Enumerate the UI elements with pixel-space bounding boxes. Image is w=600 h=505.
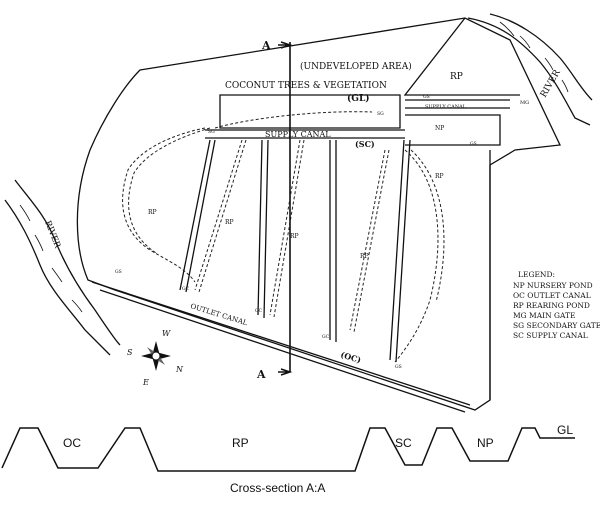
cs-gl-label: GL [557,423,573,437]
river-left-label: RIVER [42,219,62,250]
gate-gc-2: GC [255,308,263,314]
cross-section-caption: Cross-section A:A [230,481,325,495]
legend-item: RP REARING POND [513,301,590,310]
supply-canal-top-label: SUPPLY CANAL [425,104,467,110]
supply-canal-mid [205,129,405,139]
river-top-right [467,13,593,126]
gate-sg-1: SG [208,129,215,135]
compass-icon [141,341,171,371]
section-line [278,41,293,376]
coconut-label: COCONUT TREES & VEGETATION [225,81,387,91]
drainage-paths [122,111,445,363]
gate-gs-left: GS [115,269,122,275]
gate-gs-top: GS [423,94,430,100]
gate-gc-1: GC [182,286,190,292]
legend-item: SC SUPPLY CANAL [513,331,588,340]
compass-n: N [175,365,184,374]
river-left [4,179,121,356]
gate-sg-2: SG [377,111,384,117]
gate-gs-right: GS [395,364,402,370]
section-a-top: A [261,39,271,52]
cs-oc-label: OC [63,436,81,450]
legend: LEGEND: NP NURSERY POND OC OUTLET CANAL … [513,270,600,340]
cs-rp-label: RP [232,436,249,450]
cross-section-profile [1,427,575,472]
compass-e: E [142,378,149,387]
gate-gc-3: GC [322,334,330,340]
cs-np-label: NP [477,436,494,450]
oc-label: (OC) [339,349,362,365]
canal-strip-top [219,94,401,129]
rp-mid2-label: RP [290,233,299,240]
section-a-bottom: A [256,368,266,381]
river-top-label: RIVER [539,68,563,99]
compass-s: S [127,348,133,357]
cs-sc-label: SC [395,436,412,450]
np-label: NP [435,125,444,132]
supply-canal-top [405,99,510,109]
legend-item: OC OUTLET CANAL [513,291,591,300]
outlet-canal [91,281,471,413]
rp-top-triangle [403,17,520,96]
gate-gs-np: GS [470,141,477,147]
legend-item: NP NURSERY POND [513,281,593,290]
undeveloped-label: (UNDEVELOPED AREA) [300,61,412,72]
rp-left-label: RP [148,209,157,216]
gl-label: (GL) [347,93,370,104]
mg-label: MG [520,100,529,106]
np-pond [405,114,501,146]
rp-right-label: RP [435,173,444,180]
legend-item: SG SECONDARY GATE [513,321,600,330]
rp-top-label: RP [450,72,463,82]
compass-w: W [162,329,171,338]
legend-item: MG MAIN GATE [513,311,576,320]
rp-mid1-label: RP [225,219,234,226]
supply-canal-mid-label: SUPPLY CANAL [265,130,331,139]
sc-label: (SC) [355,139,375,149]
rp-mid3-label: RP [360,253,369,260]
legend-title: LEGEND: [518,270,555,279]
pond-dividers [179,139,491,400]
